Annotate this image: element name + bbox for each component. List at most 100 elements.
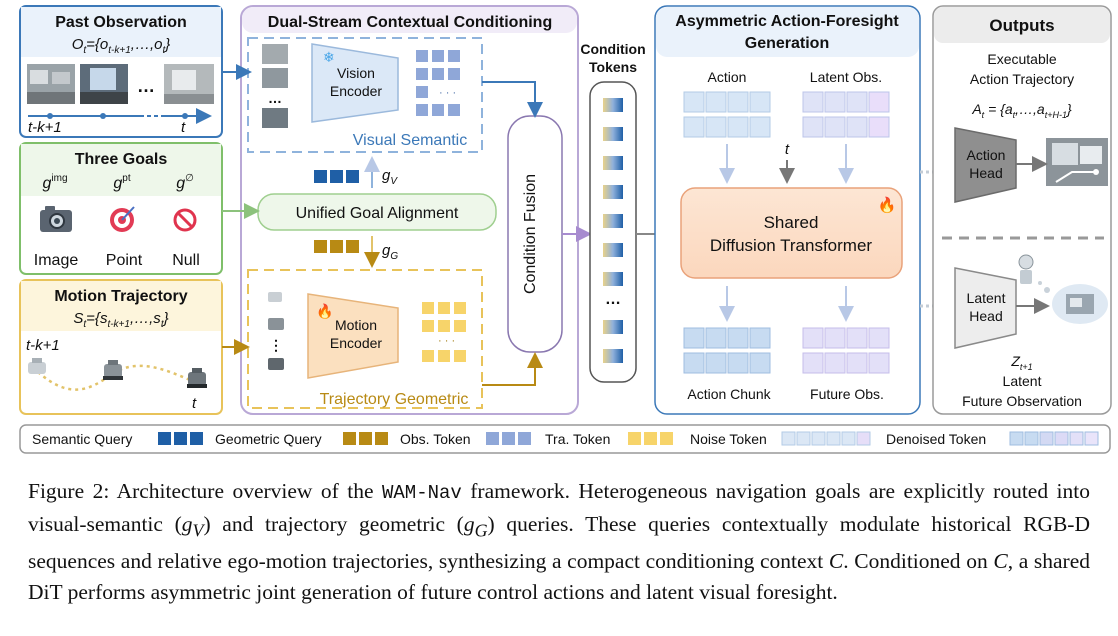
target-icon	[110, 206, 135, 232]
observation-thumbnails: …	[262, 44, 288, 128]
action-label: Action	[708, 69, 747, 85]
caption-c: C	[828, 549, 844, 574]
three-goals-title: Three Goals	[75, 151, 168, 168]
trajectory-preview-image	[1046, 138, 1108, 186]
framework-name: WAM-Nav	[381, 482, 462, 504]
shared-dit-line1: Shared	[764, 213, 819, 232]
action-trajectory-formula: At = {at,…,at+H-1}	[971, 101, 1072, 120]
action-chunk-label: Action Chunk	[687, 386, 771, 402]
action-head-shape	[954, 127, 1017, 203]
motion-tick-end: t	[192, 395, 197, 412]
caption-part: . Conditioned on	[843, 549, 994, 574]
noise-latent-tokens	[802, 91, 890, 138]
latent-obs-label: Latent Obs.	[810, 69, 882, 85]
caption-gg-sub: G	[474, 520, 488, 541]
motion-trajectory-formula: St={st-k+1,…,st}	[73, 310, 168, 330]
caption-c: C	[993, 549, 1008, 574]
legend-obs-token-label: Obs. Token	[400, 431, 471, 447]
svg-text:⋮: ⋮	[269, 337, 283, 353]
flame-icon: 🔥	[878, 196, 897, 214]
trajectory-geometric-label: Trajectory Geometric	[320, 391, 469, 408]
visual-semantic-label: Visual Semantic	[353, 132, 467, 149]
latent-line2: Future Observation	[962, 393, 1082, 409]
legend-bar: Semantic Query Geometric Query Obs. Toke…	[19, 424, 1111, 454]
action-head-line1: Action	[967, 147, 1006, 163]
denoised-action-tokens	[683, 327, 771, 374]
legend-geometric-query-label: Geometric Query	[215, 431, 322, 447]
geometric-query-tokens	[314, 240, 359, 253]
legend-denoised-token-label: Denoised Token	[886, 431, 986, 447]
flame-icon: 🔥	[316, 303, 333, 320]
robot-icon	[103, 360, 123, 380]
latent-head-line1: Latent	[967, 290, 1006, 306]
shared-dit-line2: Diffusion Transformer	[710, 236, 873, 255]
svg-text:· · ·: · · ·	[439, 87, 456, 99]
past-tick-end: t	[181, 119, 186, 136]
legend-geometric-swatch	[343, 432, 388, 445]
outputs-title: Outputs	[989, 16, 1054, 35]
frames-ellipsis: …	[137, 76, 155, 96]
legend-denoised-swatch	[1009, 431, 1099, 446]
robot-icon	[187, 368, 207, 388]
goal-point-label: Point	[106, 252, 143, 269]
null-icon	[173, 208, 197, 232]
legend-tra-swatch	[628, 432, 673, 445]
robot-thinking-icon	[1018, 254, 1050, 293]
figure-caption: Figure 2: Architecture overview of the W…	[28, 476, 1090, 608]
outputs-panel: Outputs Executable Action Trajectory At …	[932, 5, 1112, 415]
caption-gg: g	[463, 512, 475, 536]
tra-token-grid: · · ·	[422, 302, 466, 362]
observation-frames: …	[27, 64, 214, 104]
past-tick-start: t-k+1	[28, 119, 62, 136]
generation-title-line1: Asymmetric Action-Foresight	[675, 13, 899, 30]
motion-trajectory-panel: Motion Trajectory St={st-k+1,…,st} t-k+1…	[19, 279, 223, 415]
caption-gv-sub: V	[192, 520, 204, 541]
legend-semantic-query-label: Semantic Query	[32, 431, 132, 447]
unified-goal-alignment-label: Unified Goal Alignment	[296, 205, 459, 222]
latent-head-shape	[954, 267, 1017, 349]
thought-bubble-icon	[1052, 284, 1108, 324]
dual-stream-panel: Dual-Stream Contextual Conditioning … ❄ …	[240, 5, 579, 415]
legend-noise-token-label: Noise Token	[690, 431, 767, 447]
caption-part: ) queries. These queries contextually mo…	[28, 512, 1090, 574]
future-obs-label: Future Obs.	[810, 386, 884, 402]
legend-tra-token-label: Tra. Token	[545, 431, 610, 447]
semantic-query-tokens	[314, 170, 359, 183]
motion-trajectory-title: Motion Trajectory	[54, 288, 187, 305]
shared-dit-box	[680, 187, 903, 279]
camera-icon	[40, 206, 72, 232]
past-observation-formula: Ot={ot-k+1,…,ot}	[72, 36, 171, 56]
denoised-latent-tokens	[802, 327, 890, 374]
legend-noise-swatch	[781, 431, 871, 446]
robot-icon	[28, 358, 46, 374]
condition-tokens-ellipsis: …	[605, 291, 621, 308]
obs-token-grid: · · ·	[416, 50, 460, 116]
past-observation-title: Past Observation	[55, 14, 187, 31]
condition-token-bars	[603, 98, 623, 363]
generation-title-line2: Generation	[745, 35, 829, 52]
vision-encoder-shape	[311, 43, 399, 123]
executable-line1: Executable	[987, 51, 1056, 67]
past-observation-panel: Past Observation Ot={ot-k+1,…,ot} … t-k+…	[19, 5, 223, 138]
three-goals-panel: Three Goals gimg gpt g∅ Image Point Null	[19, 142, 223, 275]
dual-stream-title: Dual-Stream Contextual Conditioning	[268, 14, 552, 31]
noise-action-tokens	[683, 91, 771, 138]
caption-gv: g	[181, 512, 193, 536]
latent-head-line2: Head	[969, 308, 1002, 324]
condition-fusion-label: Condition Fusion	[522, 174, 539, 294]
goal-null-label: Null	[172, 252, 200, 269]
executable-line2: Action Trajectory	[970, 71, 1074, 87]
generation-panel: Asymmetric Action-Foresight Generation A…	[654, 5, 921, 415]
caption-part: , a shared DiT performs asymmetric joint…	[28, 549, 1090, 605]
motion-encoder-shape	[307, 293, 399, 379]
legend-obs-swatch	[486, 432, 531, 445]
motion-tick-start: t-k+1	[26, 337, 60, 354]
trajectory-robots: ⋮	[268, 292, 284, 370]
svg-text:…: …	[268, 90, 282, 106]
legend-semantic-swatch	[158, 432, 203, 445]
